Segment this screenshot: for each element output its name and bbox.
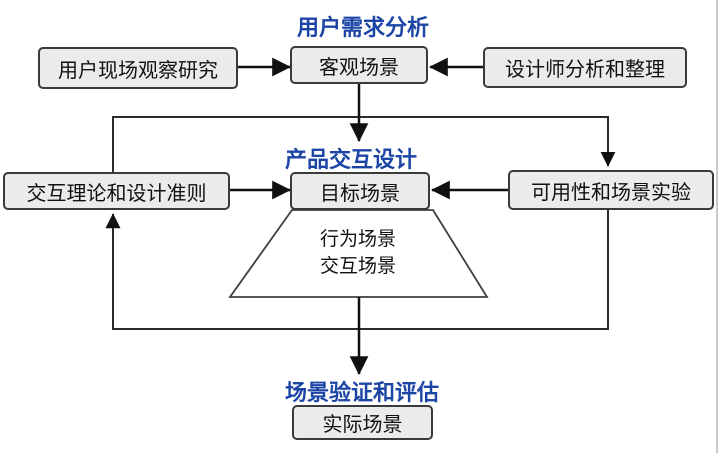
arrow-bottom-loop-experiment-to-theory — [105, 210, 609, 330]
box-designer-analysis: 设计师分析和整理 — [483, 47, 687, 88]
arrow-top-loop-theory-to-experiment — [112, 116, 616, 172]
trapezoid-label-behavior-scenario: 行为场景 — [319, 229, 396, 250]
box-target-scenario: 目标场景 — [290, 172, 430, 210]
trapezoid-label-interaction-scenario: 交互场景 — [319, 256, 396, 277]
section-title-scenario-validation: 场景验证和评估 — [284, 380, 439, 405]
section-title-product-interaction-design: 产品交互设计 — [284, 147, 417, 172]
box-interaction-theory: 交互理论和设计准则 — [3, 172, 230, 210]
box-usability-experiment: 可用性和场景实验 — [508, 170, 714, 210]
box-field-observation: 用户现场观察研究 — [38, 47, 238, 89]
page-edge-divider — [716, 0, 718, 453]
trapezoid-scenario-shape — [228, 209, 489, 298]
section-title-user-needs-analysis: 用户需求分析 — [296, 15, 429, 40]
box-objective-scenario: 客观场景 — [290, 46, 428, 84]
box-actual-scenario: 实际场景 — [292, 405, 433, 440]
